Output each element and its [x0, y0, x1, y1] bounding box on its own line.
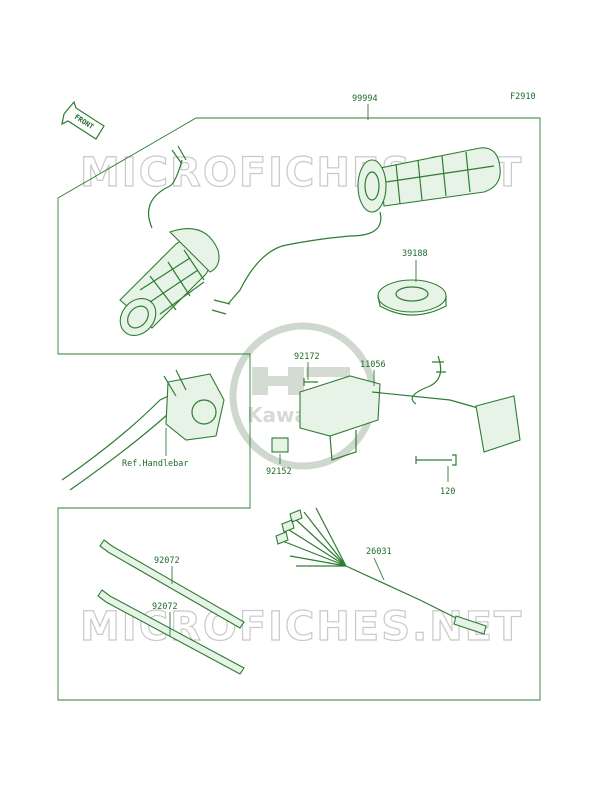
callout-99994: 99994	[352, 94, 378, 104]
wire-harness	[275, 507, 487, 635]
callout-39188: 39188	[402, 249, 428, 259]
left-heated-grip	[119, 145, 220, 337]
cable-tie-lower	[97, 589, 245, 675]
callout-26031: 26031	[366, 547, 392, 557]
screw-part	[303, 378, 318, 386]
watermark-bottom: MICROFICHES.NET	[80, 604, 523, 650]
callout-92152: 92152	[266, 467, 292, 477]
leader-harness	[373, 557, 385, 581]
callout-92072-upper: 92072	[154, 556, 180, 566]
spacer-part	[271, 437, 289, 453]
rubber-collar	[377, 279, 447, 316]
callout-ref-handlebar: Ref.Handlebar	[122, 459, 189, 469]
front-arrow-icon: FRONT	[61, 100, 105, 140]
callout-11056: 11056	[360, 360, 386, 370]
right-heated-grip	[211, 147, 501, 315]
callout-120: 120	[440, 487, 455, 497]
figure-code: F2910	[510, 92, 536, 102]
handlebar-reference	[61, 369, 225, 491]
switch-bracket-assembly	[299, 355, 521, 461]
bolt-part	[415, 454, 457, 466]
callout-92172: 92172	[294, 352, 320, 362]
callout-92072-lower: 92072	[152, 602, 178, 612]
